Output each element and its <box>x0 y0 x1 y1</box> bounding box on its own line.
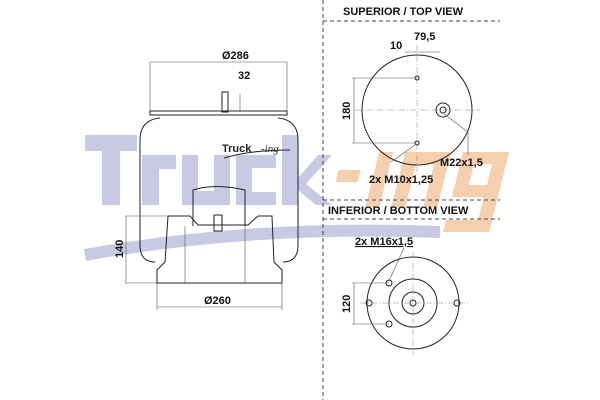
offset-label: 10 <box>390 40 402 52</box>
logo-text-left: Truck <box>222 143 252 155</box>
top-view: SUPERIOR / TOP VIEW 180 10 79,5 M22x1,5 … <box>341 6 483 186</box>
air-offset-label: 79,5 <box>414 31 435 43</box>
piston <box>156 215 283 284</box>
bumper <box>192 186 246 226</box>
watermark-truck <box>85 135 332 205</box>
air-fitting <box>435 102 451 118</box>
bottom-view: INFERIOR / BOTTOM VIEW 2x M16x1,5 120 <box>328 205 470 355</box>
top-plate-outline <box>361 54 473 166</box>
bottom-studs-label: 2x M16x1,5 <box>355 236 413 248</box>
logo-text-right: -ing <box>261 143 279 155</box>
bottom-view-title: INFERIOR / BOTTOM VIEW <box>328 205 469 217</box>
top-view-title: SUPERIOR / TOP VIEW <box>343 6 464 18</box>
watermark <box>83 135 510 261</box>
top-spacing-label: 180 <box>341 102 353 120</box>
watermark-swoosh <box>83 224 441 261</box>
top-plate <box>149 110 288 116</box>
side-view: Ø286 32 140 Ø260 Truck -ing <box>114 50 299 310</box>
bellows <box>139 117 299 263</box>
logo: Truck -ing <box>222 143 291 159</box>
bottom-diameter-label: Ø260 <box>204 295 231 307</box>
top-diameter-label: Ø286 <box>222 50 249 62</box>
piston-bolt <box>213 214 223 232</box>
stud-height-label: 32 <box>238 70 250 82</box>
top-studs-label: 2x M10x1,25 <box>369 174 433 186</box>
height-label: 140 <box>114 240 126 258</box>
bottom-spacing-label: 120 <box>341 295 353 313</box>
top-stud <box>221 91 229 113</box>
air-fitting-label: M22x1,5 <box>440 157 483 169</box>
